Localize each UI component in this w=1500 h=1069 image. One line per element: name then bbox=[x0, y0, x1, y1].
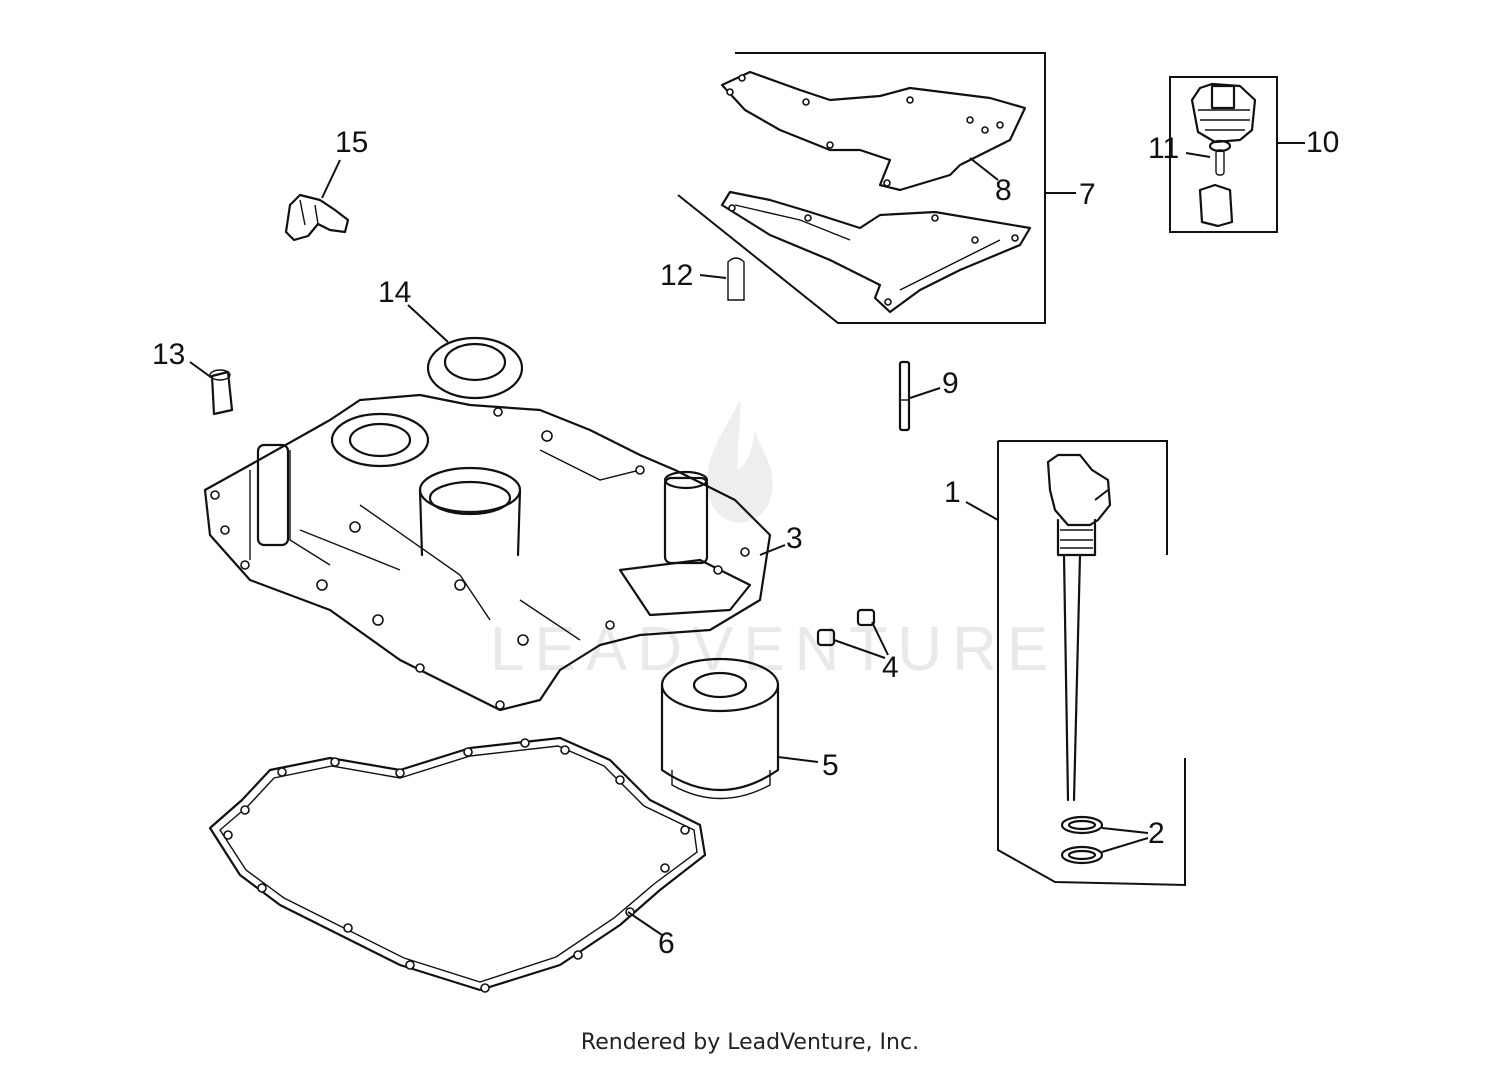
callout-13: 13 bbox=[152, 338, 185, 371]
callout-4: 4 bbox=[882, 651, 899, 684]
callout-2: 2 bbox=[1148, 817, 1165, 850]
part-12-dowel-pin[interactable] bbox=[699, 257, 745, 301]
footer-credit: Rendered by LeadVenture, Inc. bbox=[580, 1030, 920, 1055]
part-7-gasket-kit-box[interactable] bbox=[677, 52, 1076, 324]
callout-12: 12 bbox=[660, 259, 693, 292]
part-8-plate-gasket[interactable] bbox=[720, 70, 1027, 192]
part-11-governor-shaft[interactable] bbox=[1185, 139, 1232, 176]
part-7-plate-gasket-lower[interactable] bbox=[720, 190, 1032, 314]
part-9-stud[interactable] bbox=[898, 360, 941, 432]
callout-11: 11 bbox=[1148, 132, 1179, 165]
callout-3: 3 bbox=[786, 522, 803, 555]
part-15-elbow-fitting[interactable] bbox=[284, 159, 350, 242]
callout-5: 5 bbox=[822, 749, 839, 782]
callout-8: 8 bbox=[995, 174, 1012, 207]
part-10-governor-box[interactable] bbox=[1169, 76, 1305, 233]
part-13-plug[interactable] bbox=[189, 361, 234, 416]
watermark: LEADVENTURE bbox=[490, 400, 1058, 684]
part-5-oil-filter[interactable] bbox=[660, 657, 819, 800]
callout-1: 1 bbox=[944, 476, 961, 509]
part-1-dipstick-box[interactable] bbox=[965, 440, 1186, 887]
callout-10: 10 bbox=[1306, 126, 1339, 159]
part-14-oil-seal[interactable] bbox=[407, 304, 524, 400]
part-2-o-rings[interactable] bbox=[1060, 815, 1149, 865]
callout-9: 9 bbox=[942, 367, 959, 400]
callout-7: 7 bbox=[1079, 178, 1096, 211]
callout-15: 15 bbox=[335, 126, 368, 159]
callout-14: 14 bbox=[378, 276, 411, 309]
part-1-dipstick[interactable] bbox=[1046, 453, 1112, 802]
part-6-cover-gasket[interactable] bbox=[208, 736, 707, 993]
part-3-crankcase-cover[interactable] bbox=[203, 393, 786, 712]
part-4-pipe-plugs[interactable] bbox=[816, 608, 889, 659]
callout-6: 6 bbox=[658, 927, 675, 960]
watermark-flame-icon bbox=[707, 400, 773, 523]
watermark-text: LEADVENTURE bbox=[490, 615, 1058, 684]
